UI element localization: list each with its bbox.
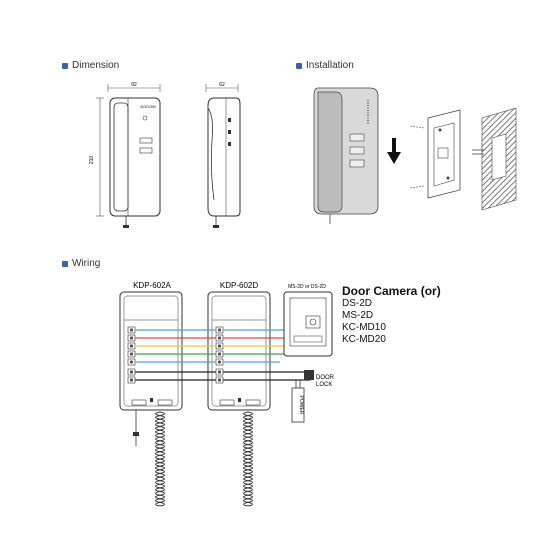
door-camera-title: Door Camera (or) bbox=[342, 284, 441, 298]
down-arrow-icon bbox=[387, 138, 401, 164]
dimension-front-view: 92 210 KOCOM bbox=[89, 82, 161, 228]
square-bullet-icon bbox=[62, 260, 68, 267]
terminal-block-a bbox=[127, 326, 136, 384]
square-bullet-icon bbox=[296, 62, 302, 69]
camera-model: MS-2D bbox=[342, 310, 374, 321]
door-camera-models: DS-2D MS-2D KC-MD10 KC-MD20 bbox=[342, 298, 386, 346]
terminal-screw-head bbox=[217, 352, 222, 356]
terminal-screw-head bbox=[129, 360, 134, 364]
terminal-screw-head bbox=[129, 378, 134, 382]
dimension-label: Dimension bbox=[72, 60, 120, 71]
terminal-screw-head bbox=[217, 378, 222, 382]
installation-label: Installation bbox=[306, 60, 354, 71]
camera-module-label: MS-2D or DS-2D bbox=[288, 284, 326, 290]
terminal-screw-head bbox=[217, 360, 222, 364]
unit-d-label: KDP-602D bbox=[220, 281, 258, 290]
section-title-installation: Installation bbox=[296, 60, 354, 71]
brand-label-front: KOCOM bbox=[140, 104, 155, 109]
dimension-side-view: 62 bbox=[205, 82, 241, 228]
wall-section bbox=[472, 107, 517, 211]
terminal-screw-head bbox=[129, 352, 134, 356]
camera-model: KC-MD20 bbox=[342, 334, 386, 345]
handset-cord-d bbox=[243, 411, 253, 507]
power-label: POWER bbox=[298, 396, 304, 415]
coil bbox=[155, 411, 161, 507]
terminal-screw-head bbox=[217, 370, 222, 374]
terminal-screw-head bbox=[129, 344, 134, 348]
door-lock-line2: LOCK bbox=[316, 382, 332, 388]
terminal-screw-head bbox=[129, 328, 134, 332]
camera-model: DS-2D bbox=[342, 298, 373, 309]
section-title-dimension: Dimension bbox=[62, 60, 119, 71]
coil bbox=[243, 411, 249, 507]
square-bullet-icon bbox=[62, 62, 68, 69]
side-width-label: 62 bbox=[219, 82, 225, 88]
wiring-label: Wiring bbox=[72, 258, 101, 269]
coil bbox=[159, 411, 165, 507]
height-label: 210 bbox=[89, 156, 95, 165]
terminal-screw-head bbox=[217, 328, 222, 332]
door-lock-block: DOOR LOCK bbox=[304, 370, 335, 388]
power-block: POWER bbox=[291, 380, 305, 423]
handset-cord-a bbox=[155, 411, 165, 507]
door-lock-line1: DOOR bbox=[316, 375, 335, 381]
coil bbox=[247, 411, 253, 507]
terminal-screw-head bbox=[129, 370, 134, 374]
terminal-screw-head bbox=[129, 336, 134, 340]
terminal-screw-head bbox=[217, 336, 222, 340]
wall-bracket bbox=[409, 109, 461, 199]
terminal-block-d bbox=[215, 326, 224, 384]
terminal-screw-head bbox=[217, 344, 222, 348]
unit-a-label: KDP-602A bbox=[133, 281, 171, 290]
section-title-wiring: Wiring bbox=[62, 258, 100, 269]
front-width-label: 92 bbox=[131, 82, 137, 88]
installation-unit bbox=[313, 87, 379, 224]
camera-module: MS-2D or DS-2D bbox=[283, 284, 333, 357]
camera-model: KC-MD10 bbox=[342, 322, 386, 333]
